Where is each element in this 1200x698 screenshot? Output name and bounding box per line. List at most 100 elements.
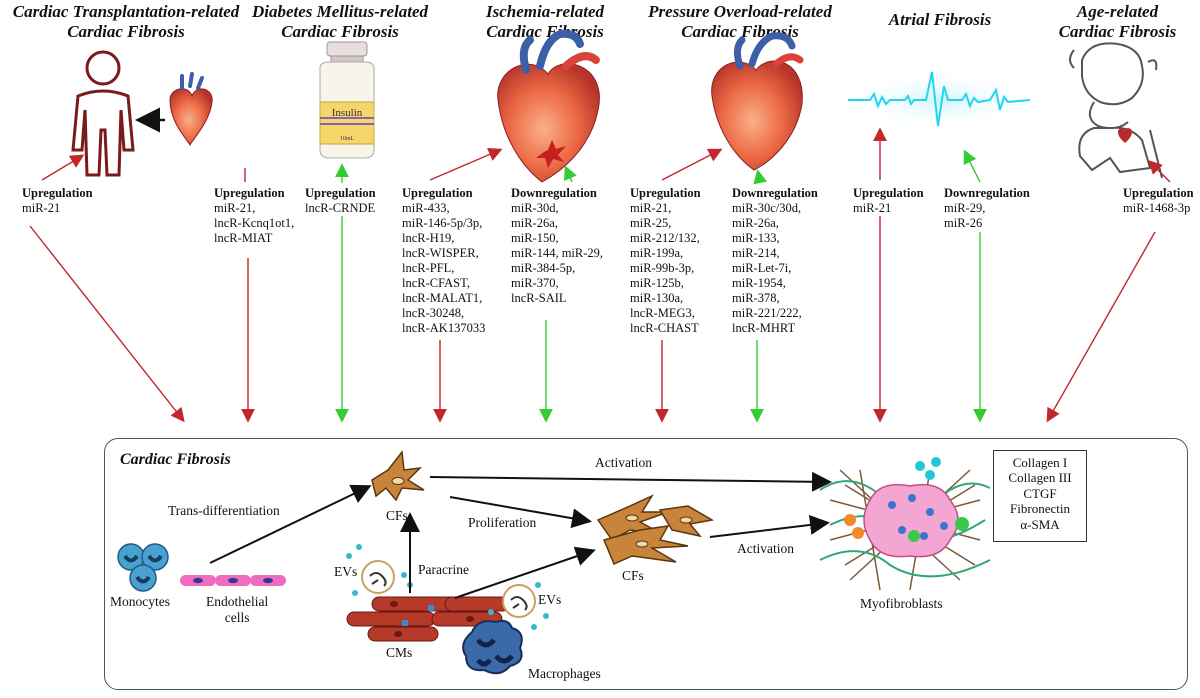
arrow-up-ischemia: [429, 147, 503, 181]
reg-heading: Upregulation: [214, 186, 285, 200]
arrow-green-up-atrial: [963, 149, 981, 183]
small-heart-icon: [169, 72, 213, 147]
reg-item: lncR-30248,: [402, 306, 465, 320]
pressure-heart-icon: [711, 32, 804, 171]
reg-diabetes-up-b: Upregulation lncR-CRNDE: [305, 186, 376, 216]
arrow-cms-to-cfs: [454, 546, 596, 599]
reg-item: lncR-CHAST: [630, 321, 699, 335]
title-line: Ischemia-related: [485, 2, 605, 21]
title-line: Cardiac Fibrosis: [1058, 22, 1177, 41]
marker-item: Collagen III: [1008, 470, 1072, 486]
macrophages-icon: [462, 619, 523, 675]
reg-item: miR-21: [853, 201, 892, 215]
label-paracrine: Paracrine: [418, 562, 469, 577]
title-age: Age-related Cardiac Fibrosis: [1040, 2, 1195, 42]
reg-transplantation-up: Upregulation miR-21: [22, 186, 93, 216]
label-cfs-top: CFs: [386, 508, 408, 523]
reg-item: miR-26a,: [732, 216, 779, 230]
title-line: Cardiac Fibrosis: [67, 22, 185, 41]
extracellular-vesicle-left-icon: [346, 544, 413, 596]
label-trans-differentiation: Trans-differentiation: [168, 503, 280, 518]
reg-item: miR-99b-3p,: [630, 261, 695, 275]
reg-atrial-up: Upregulation miR-21: [853, 186, 924, 216]
cardiac-fibrosis-panel: [104, 438, 1188, 690]
title-line: Atrial Fibrosis: [888, 10, 992, 29]
reg-item: miR-433,: [402, 201, 450, 215]
insulin-label: Insulin: [332, 107, 363, 119]
reg-heading: Downregulation: [732, 186, 818, 200]
reg-item: miR-146-5p/3p,: [402, 216, 483, 230]
ecg-waveform-icon: [845, 70, 1035, 130]
reg-item: miR-133,: [732, 231, 780, 245]
reg-heading: Upregulation: [630, 186, 701, 200]
label-evs-left: EVs: [334, 564, 358, 579]
reg-item: lncR-MALAT1,: [402, 291, 483, 305]
monocytes-icon: [117, 543, 169, 592]
insulin-volume: 10mL: [340, 136, 355, 142]
cardiomyocytes-icon: [346, 596, 511, 642]
reg-item: lncR-SAIL: [511, 291, 567, 305]
fibrosis-markers-box: Collagen I Collagen III CTGF Fibronectin…: [993, 450, 1087, 542]
reg-item: miR-Let-7i,: [732, 261, 792, 275]
endothelial-line: Endothelial: [206, 594, 269, 609]
reg-pressure-down: Downregulation miR-30c/30d, miR-26a, miR…: [732, 186, 818, 336]
reg-item: miR-21,: [214, 201, 256, 215]
reg-item: miR-1468-3p: [1123, 201, 1191, 215]
arrow-activation-top: [429, 471, 832, 492]
reg-item: lncR-WISPER,: [402, 246, 479, 260]
reg-item: miR-150,: [511, 231, 559, 245]
extracellular-vesicle-right-icon: [488, 582, 549, 630]
arrow-down-transplant: [29, 225, 185, 423]
tiny-heart-icon: [1118, 128, 1133, 143]
reg-item: lncR-MEG3,: [630, 306, 695, 320]
reg-item: miR-21,: [630, 201, 672, 215]
marker-item: Collagen I: [1012, 455, 1068, 470]
label-evs-right: EVs: [538, 592, 562, 607]
elderly-person-icon: [1069, 42, 1163, 179]
reg-item: miR-144, miR-29,: [511, 246, 604, 260]
label-proliferation: Proliferation: [468, 515, 537, 530]
arrow-activation-mid: [709, 514, 830, 538]
title-atrial: Atrial Fibrosis: [870, 10, 1010, 30]
reg-item: miR-25,: [630, 216, 672, 230]
label-monocytes: Monocytes: [110, 594, 170, 609]
person-outline-icon: [71, 50, 135, 177]
label-cfs-mid: CFs: [622, 568, 644, 583]
marker-item: Fibronectin: [1010, 501, 1070, 517]
reg-item: miR-221/222,: [732, 306, 802, 320]
reg-age-up: Upregulation miR-1468-3p: [1123, 186, 1194, 216]
label-activation-mid: Activation: [737, 541, 794, 556]
reg-item: lncR-CRNDE: [305, 201, 376, 215]
arrow-proliferation: [449, 496, 592, 529]
reg-item: lncR-MHRT: [732, 321, 796, 335]
label-activation-top: Activation: [595, 455, 652, 470]
reg-item: miR-125b,: [630, 276, 684, 290]
reg-item: lncR-MIAT: [214, 231, 273, 245]
label-endothelial: Endothelial cells: [206, 594, 268, 626]
arrow-down-age: [1046, 231, 1156, 423]
reg-pressure-up: Upregulation miR-21, miR-25, miR-212/132…: [630, 186, 701, 336]
reg-item: miR-26a,: [511, 216, 558, 230]
reg-item: miR-130a,: [630, 291, 684, 305]
title-line: Diabetes Mellitus-related: [251, 2, 429, 21]
reg-item: miR-1954,: [732, 276, 786, 290]
reg-diabetes-up-a: Upregulation miR-21, lncR-Kcnq1ot1, lncR…: [214, 186, 294, 246]
reg-ischemia-down: Downregulation miR-30d, miR-26a, miR-150…: [511, 186, 603, 306]
reg-heading: Upregulation: [1123, 186, 1194, 200]
fibroblast-cluster-icon: [596, 494, 715, 565]
insulin-vial-icon: [319, 41, 375, 159]
reg-atrial-down: Downregulation miR-29, miR-26: [944, 186, 1030, 231]
title-transplantation: Cardiac Transplantation-related Cardiac …: [6, 2, 246, 42]
label-macrophages: Macrophages: [528, 666, 601, 681]
reg-item: lncR-Kcnq1ot1,: [214, 216, 295, 230]
reg-item: miR-378,: [732, 291, 780, 305]
marker-item: CTGF: [1023, 485, 1057, 501]
reg-item: miR-384-5p,: [511, 261, 576, 275]
label-cms: CMs: [386, 645, 413, 660]
arrow-up-pressure: [661, 148, 723, 181]
reg-item: miR-30d,: [511, 201, 559, 215]
title-line: Pressure Overload-related: [648, 2, 832, 21]
arrow-green-up-pressure: [753, 169, 768, 185]
reg-heading: Upregulation: [305, 186, 376, 200]
